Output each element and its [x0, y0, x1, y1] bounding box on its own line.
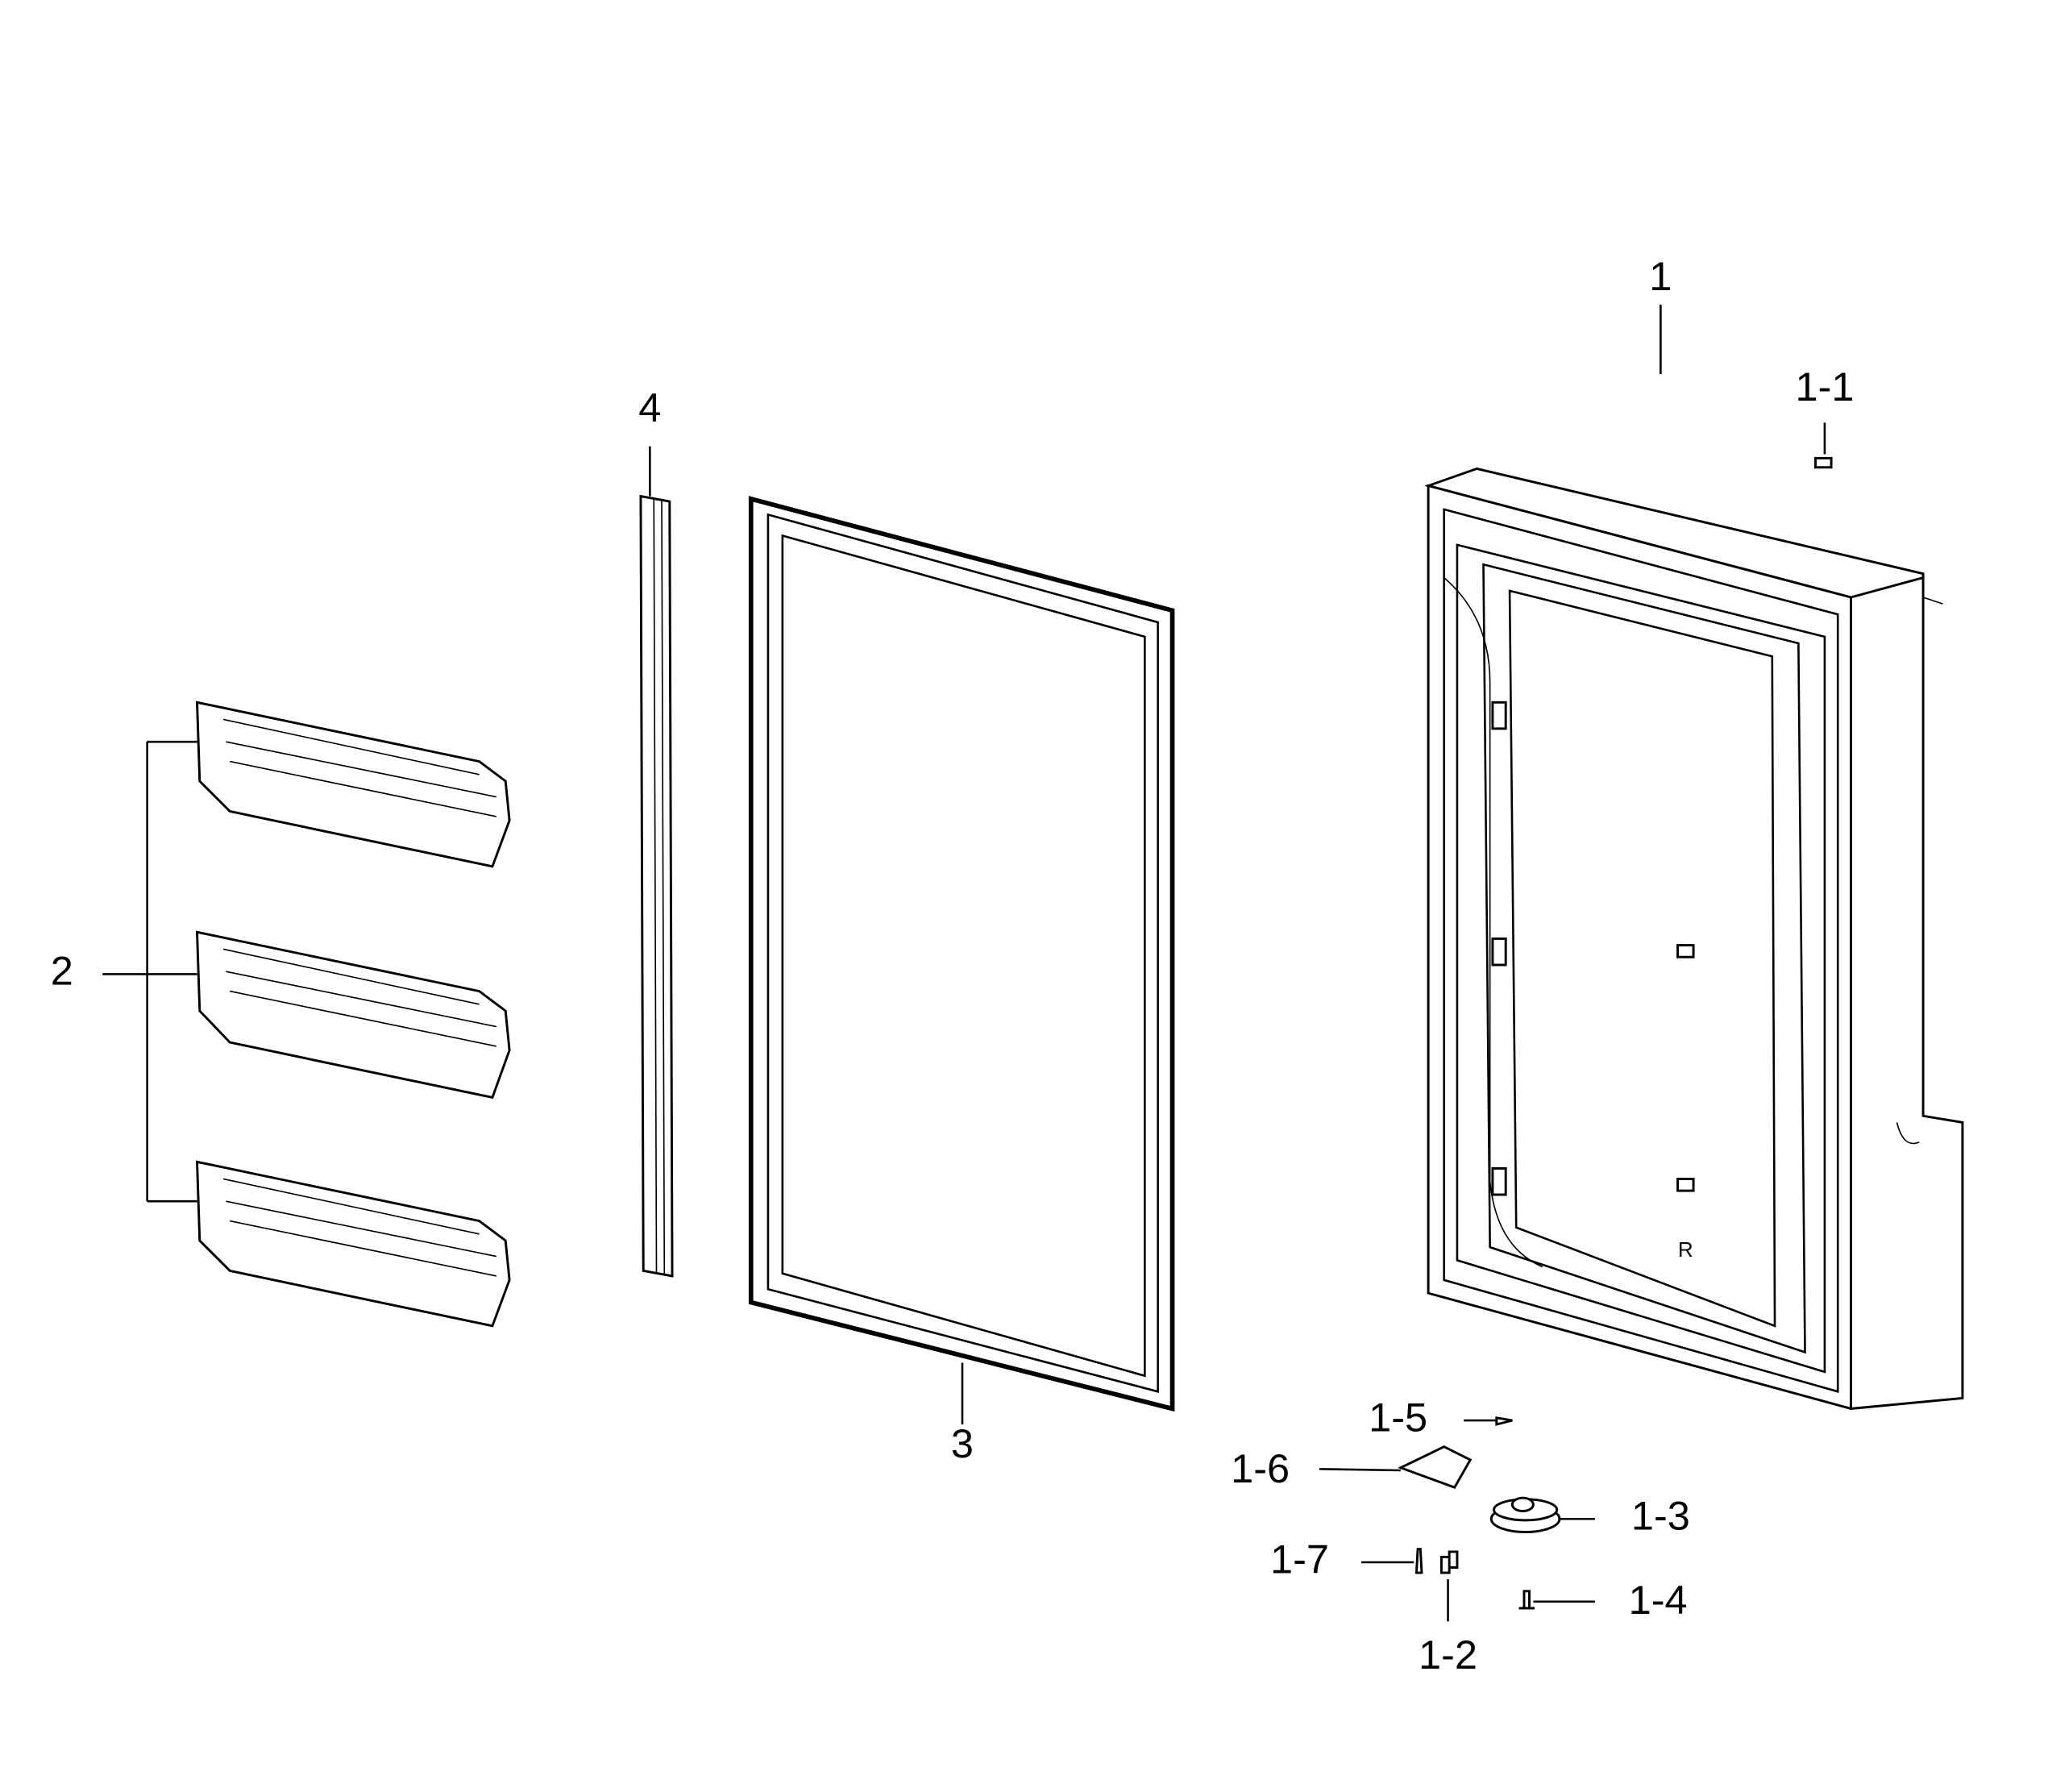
callout-1: 1 — [1649, 253, 1672, 299]
door-strip — [639, 494, 674, 1278]
callout-1-7: 1-7 — [1270, 1536, 1329, 1582]
callout-2: 2 — [51, 948, 73, 994]
door-bin-middle — [195, 930, 511, 1100]
door-side-mark: R — [1678, 1237, 1693, 1262]
part-1-7-screw — [1414, 1548, 1423, 1574]
part-1-2-pins — [1439, 1550, 1459, 1574]
part-1-5 — [1495, 1416, 1513, 1426]
door-bin-top — [195, 701, 511, 868]
callout-3: 3 — [951, 1420, 974, 1466]
part-1-4-screw — [1518, 1590, 1535, 1610]
callout-1-4: 1-4 — [1629, 1577, 1688, 1623]
callout-4: 4 — [638, 385, 661, 430]
callout-1-2: 1-2 — [1419, 1632, 1477, 1678]
part-1-3-hinge — [1489, 1496, 1561, 1534]
leader-lines — [102, 304, 1826, 1622]
callout-1-5: 1-5 — [1369, 1394, 1427, 1440]
part-1-6-plate — [1398, 1445, 1473, 1489]
callout-1-1: 1-1 — [1795, 364, 1854, 410]
door-bin-bottom — [195, 1160, 511, 1328]
door-assembly: R — [1424, 467, 1964, 1411]
callout-1-3: 1-3 — [1631, 1493, 1690, 1539]
door-gasket — [748, 496, 1175, 1412]
callout-1-6: 1-6 — [1231, 1445, 1290, 1491]
part-1-1 — [1814, 456, 1833, 469]
